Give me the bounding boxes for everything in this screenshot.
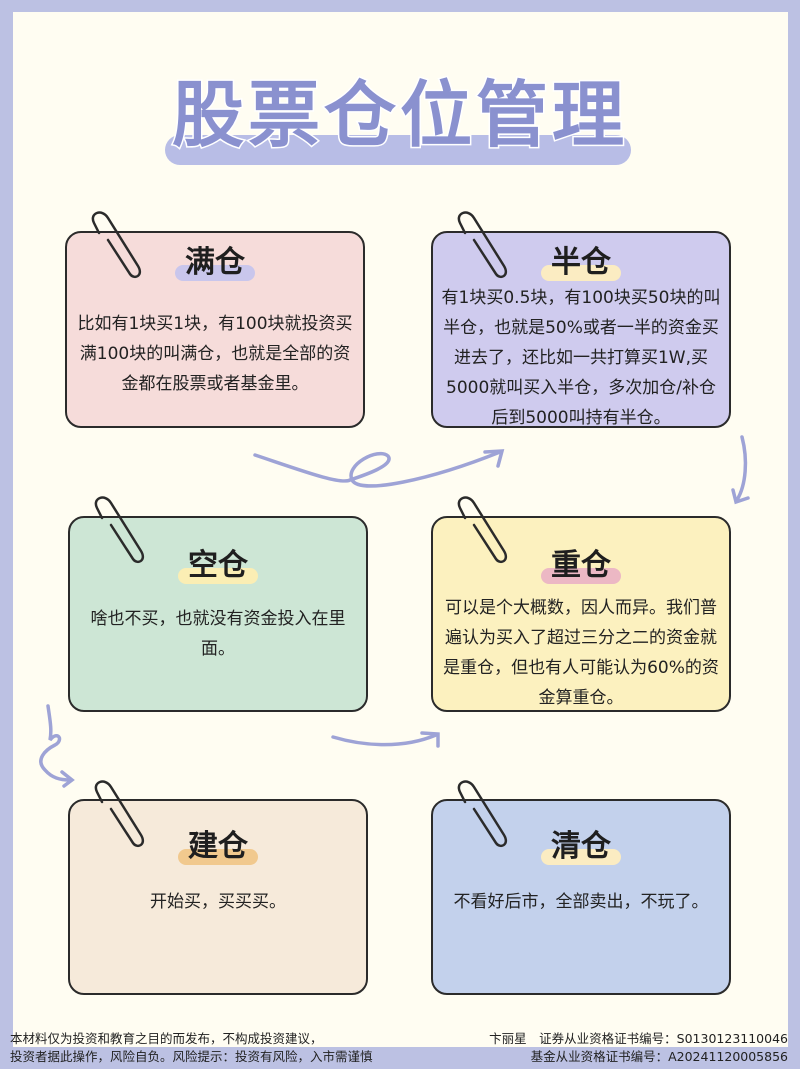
card-build-position: 建仓 开始买，买买买。 — [68, 799, 368, 995]
card-heading: 清仓 — [541, 829, 621, 865]
card-body: 不看好后市，全部卖出，不玩了。 — [453, 892, 709, 912]
card-body: 开始买，买买买。 — [150, 892, 286, 912]
card-heading: 空仓 — [178, 548, 258, 584]
card-body: 比如有1块买1块，有100块就投资买满100块的叫满仓，也就是全部的资金都在股票… — [77, 314, 353, 394]
author-securities-license: 卞丽星 证券从业资格证书编号：S0130123110046 — [489, 1031, 788, 1046]
card-heavy-position: 重仓 可以是个大概数，因人而异。我们普遍认为买入了超过三分之二的资金就是重仓，但… — [431, 516, 731, 712]
card-body: 可以是个大概数，因人而异。我们普遍认为买入了超过三分之二的资金就是重仓，但也有人… — [443, 598, 719, 708]
card-heading: 半仓 — [541, 245, 621, 281]
title-underline-bar — [165, 135, 631, 165]
paperclip-icon — [94, 496, 145, 563]
card-clear-position: 清仓 不看好后市，全部卖出，不玩了。 — [431, 799, 731, 995]
disclaimer-line-1: 本材料仅为投资和教育之目的而发布，不构成投资建议， — [10, 1031, 323, 1046]
paperclip-icon — [91, 211, 142, 278]
card-empty-position: 空仓 啥也不买，也就没有资金投入在里面。 — [68, 516, 368, 712]
card-heading: 满仓 — [175, 245, 255, 281]
card-half-position: 半仓 有1块买0.5块，有100块买50块的叫半仓，也就是50%或者一半的资金买… — [431, 231, 731, 428]
card-full-position: 满仓 比如有1块买1块，有100块就投资买满100块的叫满仓，也就是全部的资金都… — [65, 231, 365, 428]
disclaimer: 本材料仅为投资和教育之目的而发布，不构成投资建议， 投资者据此操作，风险自负。风… — [10, 1030, 373, 1066]
author-credentials: 卞丽星 证券从业资格证书编号：S0130123110046 基金从业资格证书编号… — [489, 1030, 788, 1066]
card-heading: 建仓 — [178, 829, 258, 865]
paperclip-icon — [457, 780, 508, 847]
disclaimer-line-2: 投资者据此操作，风险自负。风险提示：投资有风险，入市需谨慎 — [10, 1049, 373, 1064]
card-heading: 重仓 — [541, 548, 621, 584]
title-banner: 股票仓位管理 — [165, 70, 635, 165]
card-body: 有1块买0.5块，有100块买50块的叫半仓，也就是50%或者一半的资金买进去了… — [441, 288, 721, 428]
paperclip-icon — [457, 211, 508, 278]
page-title: 股票仓位管理 — [170, 72, 628, 159]
author-fund-license: 基金从业资格证书编号：A20241120005856 — [530, 1049, 788, 1064]
card-body: 啥也不买，也就没有资金投入在里面。 — [90, 609, 346, 659]
paperclip-icon — [94, 780, 145, 847]
paperclip-icon — [457, 496, 508, 563]
